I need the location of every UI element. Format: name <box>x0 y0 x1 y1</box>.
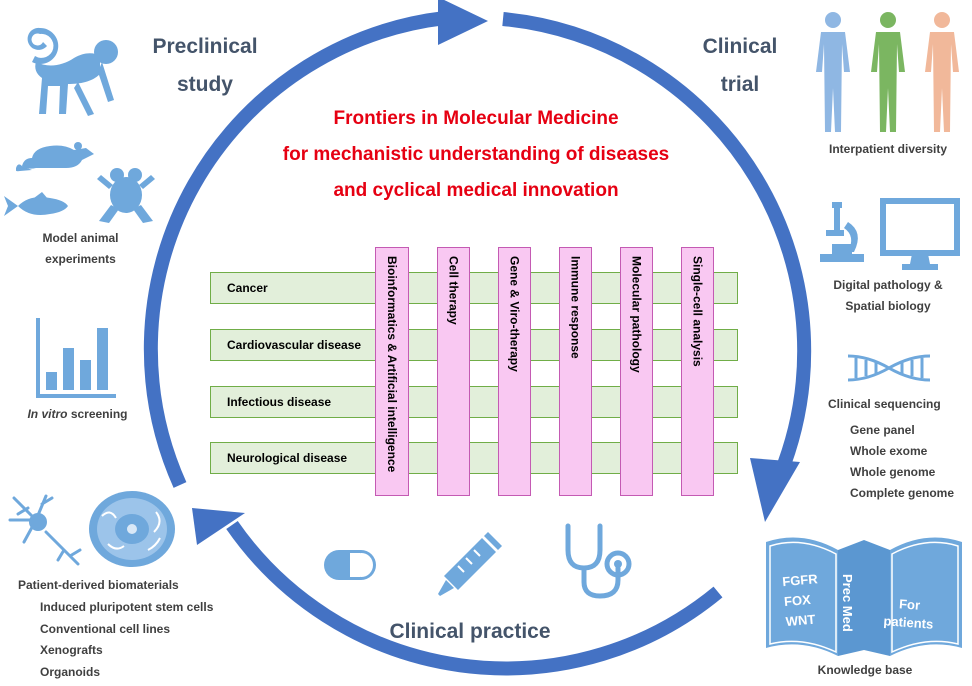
approach-label: Cell therapy <box>446 256 461 325</box>
fish-icon <box>4 192 68 216</box>
in-vitro-caption: In vitro screening <box>10 404 145 425</box>
interpatient-diversity-caption: Interpatient diversity <box>828 142 948 156</box>
model-animal-caption: Model animal experiments <box>42 231 119 266</box>
book-spine-text: Prec Med <box>840 574 855 632</box>
neuron-icon <box>8 494 82 566</box>
frog-icon <box>97 168 155 223</box>
book-right-text: For patients <box>883 596 934 632</box>
biomaterials-item: Organoids <box>40 665 101 679</box>
book-left-text: FGFR FOX WNT <box>781 571 819 630</box>
approach-label: Gene & Viro-therapy <box>507 256 522 372</box>
title-line-1: Frontiers in Molecular Medicine <box>333 108 619 129</box>
approach-bar-immune-response: Immune response <box>559 247 592 496</box>
approach-bar-single-cell: Single-cell analysis <box>681 247 714 496</box>
biomaterials-item: Xenografts <box>40 643 103 657</box>
approach-label: Immune response <box>568 256 583 359</box>
stage-clinical-trial-label: Clinical trial <box>702 35 778 96</box>
disease-row-cancer: Cancer <box>210 272 738 304</box>
biomaterials-item: Induced pluripotent stem cells <box>40 600 214 614</box>
sequencing-item: Whole genome <box>850 465 936 479</box>
stethoscope-icon <box>565 523 632 599</box>
microscope-icon <box>820 202 864 262</box>
approach-label: Molecular pathology <box>629 256 644 373</box>
dna-icon <box>847 354 931 382</box>
disease-row-neurological: Neurological disease <box>210 442 738 474</box>
bar-chart-icon <box>36 318 116 398</box>
human-figure-icon <box>925 12 959 132</box>
human-figure-icon <box>871 12 905 132</box>
digital-pathology-caption: Digital pathology & Spatial biology <box>833 278 943 313</box>
approach-label: Bioinformatics & Artificial intelligence <box>385 256 399 473</box>
approach-bar-cell-therapy: Cell therapy <box>437 247 470 496</box>
arrowhead-top <box>438 0 488 45</box>
sequencing-item: Whole exome <box>850 444 928 458</box>
arc-clinical-trial <box>502 12 812 478</box>
disease-label: Cardiovascular disease <box>227 338 362 352</box>
disease-row-cardiovascular: Cardiovascular disease <box>210 329 738 361</box>
stage-clinical-practice-label: Clinical practice <box>389 620 551 643</box>
approach-bar-molecular-pathology: Molecular pathology <box>620 247 653 496</box>
disease-label: Cancer <box>227 281 268 295</box>
biomaterials-title: Patient-derived biomaterials <box>18 578 179 592</box>
arc-preclinical <box>143 11 446 488</box>
syringe-icon <box>438 532 502 596</box>
disease-label: Neurological disease <box>227 451 348 465</box>
rat-icon <box>16 142 94 172</box>
in-vitro-rest: screening <box>67 407 128 421</box>
approach-bar-bioinformatics: Bioinformatics & Artificial intelligence <box>375 247 409 496</box>
sequencing-item: Gene panel <box>850 423 915 437</box>
in-vitro-italic: In vitro <box>27 407 68 421</box>
pill-icon <box>324 550 376 580</box>
human-figure-icon <box>816 12 850 132</box>
cell-icon <box>89 491 175 567</box>
disease-label: Infectious disease <box>227 395 332 409</box>
arc-clinical-practice <box>226 521 723 676</box>
sequencing-title: Clinical sequencing <box>828 397 941 411</box>
monitor-icon <box>880 198 960 270</box>
stage-preclinical-label: Preclinical study <box>152 35 258 96</box>
approach-label: Single-cell analysis <box>690 256 705 367</box>
knowledge-base-caption: Knowledge base <box>817 663 913 677</box>
sequencing-item: Complete genome <box>850 486 955 500</box>
human-figures <box>816 12 959 132</box>
arrowhead-right <box>750 458 800 522</box>
biomaterials-item: Conventional cell lines <box>40 622 171 636</box>
title-line-2: for mechanistic understanding of disease… <box>282 144 670 165</box>
monkey-icon <box>27 27 118 116</box>
disease-row-infectious: Infectious disease <box>210 386 738 418</box>
book-icon <box>766 537 962 656</box>
arrowhead-bottom-left <box>192 508 245 545</box>
approach-bar-gene-viro-therapy: Gene & Viro-therapy <box>498 247 531 496</box>
title-line-3: and cyclical medical innovation <box>333 180 619 201</box>
